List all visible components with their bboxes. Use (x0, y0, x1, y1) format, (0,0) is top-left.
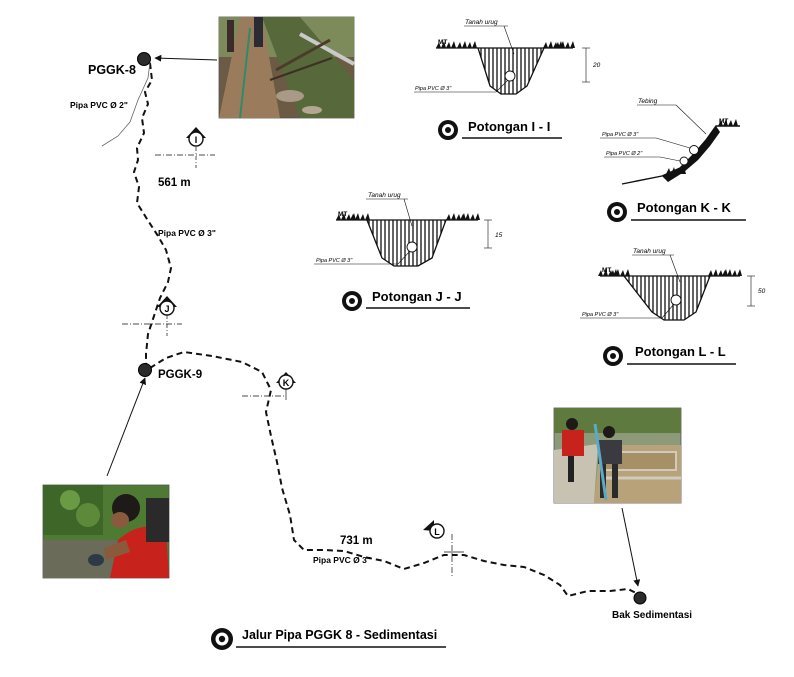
section-k-mt: MT (719, 118, 728, 125)
section-i-depth: 20 (592, 62, 601, 69)
section-k-cliff-label: Tebing (638, 98, 658, 105)
section-l-pipe-label: Pipa PVC Ø 3" (582, 312, 619, 318)
arrow-photo-pggk9 (106, 377, 146, 477)
section-marker-j-letter: J (164, 304, 169, 314)
section-k-pipe-label-a: Pipa PVC Ø 3" (602, 132, 639, 138)
label-length-lower: 731 m (340, 535, 373, 547)
section-i-title: Potongan I - I (468, 119, 550, 134)
section-l-fill-label: Tanah urug (633, 248, 666, 255)
section-l-title: Potongan L - L (635, 344, 726, 359)
section-j-mt: MT (338, 211, 347, 218)
section-k-pipe-label-b: Pipa PVC Ø 2" (606, 151, 643, 157)
label-pggk9: PGGK-9 (158, 369, 202, 381)
section-l-mt: MT (602, 267, 611, 274)
photo-pggk9 (42, 484, 170, 579)
route-pvc2-branch (101, 61, 151, 147)
pipe-route (132, 62, 641, 598)
section-k: MT Tebing Pipa PVC Ø 3" Pipa PVC Ø 2" Po… (600, 98, 746, 222)
section-l: MT Tanah urug Pipa PVC Ø 3" 50 Potongan … (580, 248, 766, 366)
route-title: Jalur Pipa PGGK 8 - Sedimentasi (242, 628, 437, 642)
section-marker-i: I (155, 127, 215, 168)
section-i-fill-label: Tanah urug (465, 19, 498, 26)
section-j-fill-label: Tanah urug (368, 192, 401, 199)
node-pggk9 (138, 363, 152, 377)
section-marker-k: K (242, 372, 296, 400)
route-title-block: Jalur Pipa PGGK 8 - Sedimentasi (211, 628, 446, 650)
section-marker-l: L (423, 520, 464, 578)
photo-bak-sedimentasi (553, 407, 682, 504)
node-pggk8 (137, 52, 151, 66)
section-j-title: Potongan J - J (372, 289, 462, 304)
photo-arrows (106, 54, 641, 587)
label-pggk8: PGGK-8 (88, 63, 136, 77)
section-marker-j: J (122, 296, 182, 336)
section-l-depth: 50 (758, 288, 766, 295)
section-marker-l-letter: L (434, 527, 440, 537)
section-marker-k-letter: K (283, 378, 290, 388)
route-pggk9-to-bak (149, 350, 641, 598)
label-pipe-pvc3-upper: Pipa PVC Ø 3" (158, 228, 216, 238)
label-pipe-pvc3-lower: Pipa PVC Ø 3" (313, 555, 371, 565)
label-bak: Bak Sedimentasi (612, 610, 692, 621)
section-i: MT Tanah urug Pipa PVC Ø 3" 20 Potongan … (414, 19, 601, 140)
nodes (137, 52, 647, 605)
section-k-title: Potongan K - K (637, 200, 731, 215)
label-pipe-pvc2: Pipa PVC Ø 2" (70, 100, 128, 110)
section-j-pipe-label: Pipa PVC Ø 3" (316, 258, 353, 264)
arrow-photo-pggk8 (154, 54, 218, 62)
section-j-depth: 15 (495, 232, 503, 239)
section-i-mt: MT (438, 39, 447, 46)
node-bak (633, 591, 647, 605)
section-i-pipe-label: Pipa PVC Ø 3" (415, 86, 452, 92)
section-marker-i-letter: I (195, 135, 198, 145)
section-j: MT Tanah urug Pipa PVC Ø 3" 15 Potongan … (314, 192, 503, 311)
route-pggk8-to-pggk9 (132, 62, 173, 368)
label-length-upper: 561 m (158, 177, 191, 189)
photo-pggk8 (218, 16, 355, 119)
arrow-photo-bak (621, 507, 641, 587)
